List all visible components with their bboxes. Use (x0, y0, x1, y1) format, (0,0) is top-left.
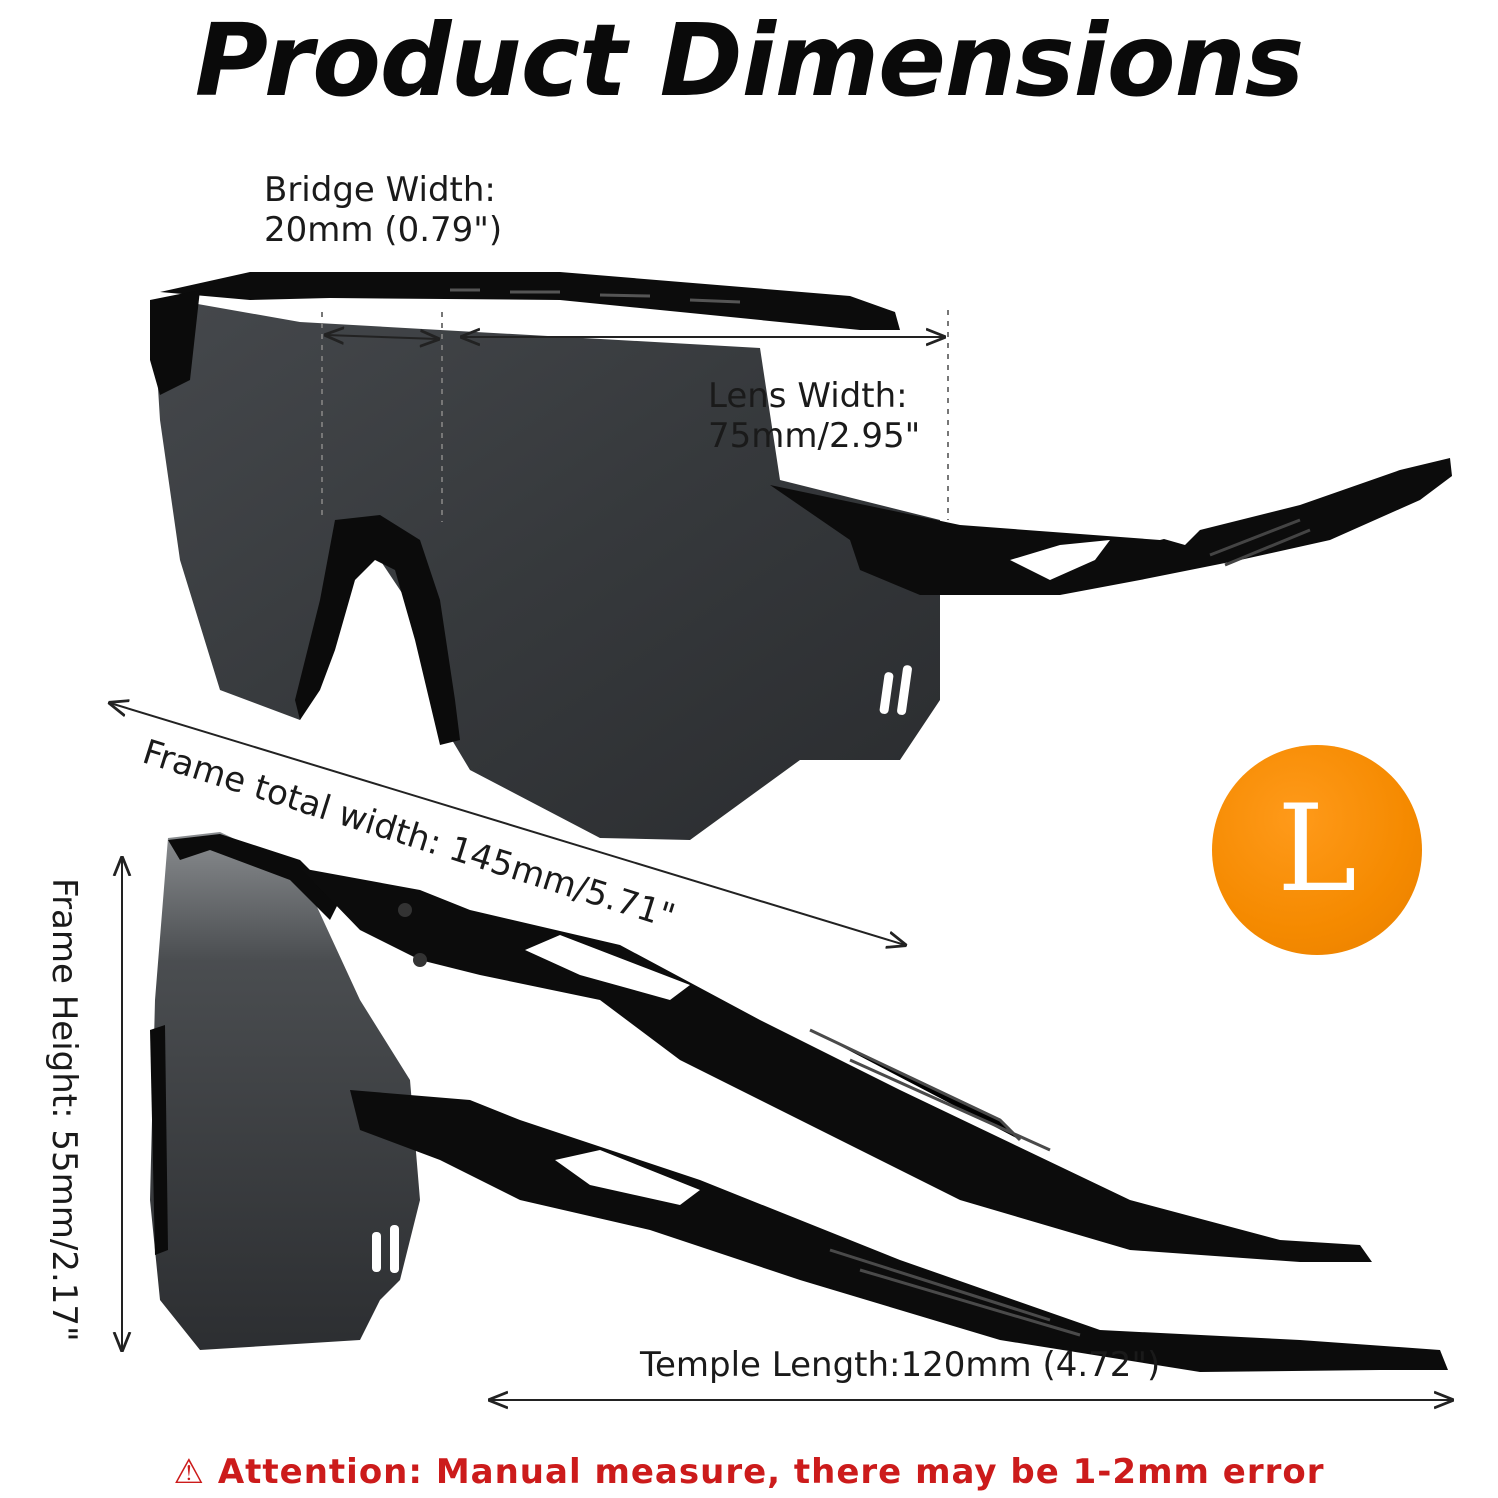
size-badge: L (1212, 745, 1422, 955)
upper-temple-arm (300, 868, 1372, 1262)
frame-height-label: Frame Height: 55mm/2.17" (44, 878, 84, 1342)
left-hinge (150, 290, 200, 395)
side-view-glasses (150, 832, 1448, 1372)
bridge-width-value: 20mm (0.79") (264, 210, 503, 250)
size-badge-letter: L (1277, 780, 1357, 919)
top-temple-arm (160, 272, 900, 330)
right-temple-arm (770, 458, 1452, 595)
side-lens (150, 832, 420, 1350)
lens-width-value: 75mm/2.95" (708, 416, 921, 456)
bridge-width-label: Bridge Width: 20mm (0.79") (264, 170, 502, 250)
page-title: Product Dimensions (194, 2, 1305, 119)
lens-width-label: Lens Width: 75mm/2.95" (708, 376, 920, 456)
nose-bridge (295, 515, 460, 745)
lens-width-dimension (462, 310, 949, 520)
frame-width-dimension-line (110, 703, 905, 945)
attention-note: ⚠ Attention: Manual measure, there may b… (173, 1452, 1325, 1492)
bridge-width-dimension (321, 312, 443, 522)
temple-length-label: Temple Length:120mm (4.72") (640, 1345, 1161, 1385)
lens-width-title: Lens Width: (708, 376, 908, 416)
front-view-glasses (150, 272, 1452, 840)
bridge-width-title: Bridge Width: (264, 170, 496, 210)
